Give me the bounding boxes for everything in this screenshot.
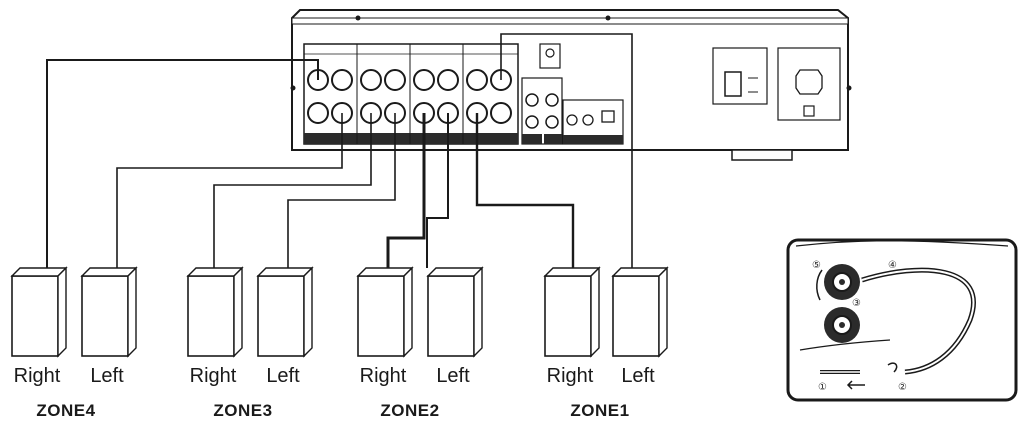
speaker-cabinet-front <box>357 275 405 357</box>
speaker-zone3-right: Right <box>186 266 244 387</box>
arrow-icon <box>816 269 823 301</box>
wire-zone3-left <box>287 113 396 268</box>
speaker-cabinet-side <box>473 266 483 358</box>
wire-zone1-right <box>475 113 575 268</box>
speaker-cabinet-side <box>303 266 313 358</box>
speaker-terminal-block <box>303 43 519 145</box>
speaker-cabinet-side <box>590 266 600 358</box>
step-number: ① <box>818 382 827 393</box>
step-number: ③ <box>852 298 861 309</box>
speaker-zone1-left: Left <box>611 266 669 387</box>
wire-zone4-left <box>116 113 343 268</box>
speaker-label: Right <box>547 365 594 387</box>
wire-connection-inset: ① ② ③ ④ ⑤ <box>786 238 1018 402</box>
speaker-cabinet-front <box>11 275 59 357</box>
speaker-cabinet-front <box>612 275 660 357</box>
zone-label: ZONE2 <box>380 401 439 420</box>
speaker-label: Left <box>266 365 300 387</box>
speaker-label: Right <box>190 365 237 387</box>
step-number: ④ <box>888 260 897 271</box>
speakers: Right Left Right Left Right Left Right Left <box>10 266 669 387</box>
zone-label: ZONE4 <box>36 401 95 420</box>
amplifier-rear-panel <box>290 9 852 161</box>
step-number: ② <box>898 382 907 393</box>
wire-zone1-left <box>500 33 633 268</box>
speaker-cabinet-top <box>356 267 414 277</box>
speaker-label: Left <box>621 365 655 387</box>
speaker-cabinet-top <box>543 267 601 277</box>
speaker-cabinet-top <box>426 267 484 277</box>
speaker-cabinet-top <box>80 267 138 277</box>
speaker-cabinet-side <box>658 266 668 358</box>
speaker-cabinet-front <box>544 275 592 357</box>
speaker-zone4-right: Right <box>10 266 68 387</box>
speaker-cabinet-side <box>403 266 413 358</box>
power-switch-icon <box>724 71 742 97</box>
wire-zone4-right <box>46 59 319 268</box>
arrow-icon <box>887 362 898 373</box>
wire-zone3-right <box>213 113 372 268</box>
speaker-cabinet-front <box>427 275 475 357</box>
speaker-zone4-left: Left <box>80 266 138 387</box>
speaker-label: Right <box>14 365 61 387</box>
speaker-cabinet-front <box>187 275 235 357</box>
zone-label: ZONE1 <box>570 401 629 420</box>
speaker-label: Left <box>436 365 470 387</box>
step-number: ⑤ <box>812 260 821 271</box>
chassis-foot <box>731 149 793 161</box>
speaker-cabinet-top <box>611 267 669 277</box>
wire-zone2-right <box>386 113 426 268</box>
speaker-cabinet-top <box>256 267 314 277</box>
screw-icon <box>846 85 852 91</box>
speaker-cabinet-side <box>57 266 67 358</box>
binding-posts <box>307 69 512 124</box>
speaker-cabinet-top <box>186 267 244 277</box>
screw-icon <box>355 15 361 21</box>
speaker-cabinet-top <box>10 267 68 277</box>
speaker-cabinet-side <box>233 266 243 358</box>
zone-label: ZONE3 <box>213 401 272 420</box>
speaker-zone3-left: Left <box>256 266 314 387</box>
arrow-icon <box>846 380 865 390</box>
speaker-label: Right <box>360 365 407 387</box>
speaker-zone2-left: Left <box>426 266 484 387</box>
speaker-cabinet-side <box>127 266 137 358</box>
screw-icon <box>290 85 296 91</box>
speaker-cabinet-front <box>257 275 305 357</box>
speaker-wires <box>46 33 633 268</box>
speaker-zone1-right: Right <box>543 266 601 387</box>
speaker-label: Left <box>90 365 124 387</box>
speaker-zone2-right: Right <box>356 266 414 387</box>
speaker-cabinet-front <box>81 275 129 357</box>
zone-labels: ZONE4 ZONE3 ZONE2 ZONE1 <box>36 401 629 420</box>
wire-zone2-left <box>426 113 449 268</box>
screw-icon <box>605 15 611 21</box>
